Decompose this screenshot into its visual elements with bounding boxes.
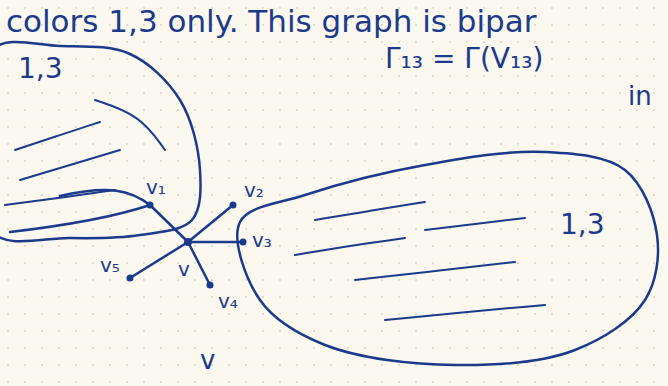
hatch-stroke	[385, 305, 545, 320]
blob-path	[237, 152, 658, 365]
region-blob: 1,3	[0, 40, 215, 255]
hatch-stroke	[315, 202, 425, 220]
color-label: 1,3	[560, 210, 605, 241]
blob-path	[0, 42, 201, 241]
note-text: in	[628, 82, 652, 111]
vertex-label: v₄	[218, 290, 238, 312]
vertex-label: v₅	[100, 254, 120, 276]
region-blob: 1,3	[225, 140, 668, 380]
note-text: colors 1,3 only. This graph is bipar	[6, 4, 536, 38]
note-formula: Γ₁₃ = Γ(V₁₃)	[385, 44, 543, 75]
hatch-stroke	[20, 150, 120, 180]
hatch-stroke	[15, 122, 100, 150]
vertex-label: v₂	[244, 179, 264, 201]
hatch-stroke	[425, 218, 525, 230]
hatch-stroke	[5, 190, 115, 205]
note-text: v	[200, 346, 215, 375]
blob-outline	[225, 140, 668, 380]
hatch-stroke	[295, 238, 405, 255]
color-label: 1,3	[18, 54, 63, 85]
vertex-label: v	[178, 258, 190, 280]
vertex-dots	[127, 202, 247, 289]
hatch-stroke	[355, 262, 515, 280]
vertex-label: v₃	[252, 229, 272, 251]
hatch-stroke	[95, 100, 165, 150]
vertex-label: v₁	[146, 176, 166, 198]
